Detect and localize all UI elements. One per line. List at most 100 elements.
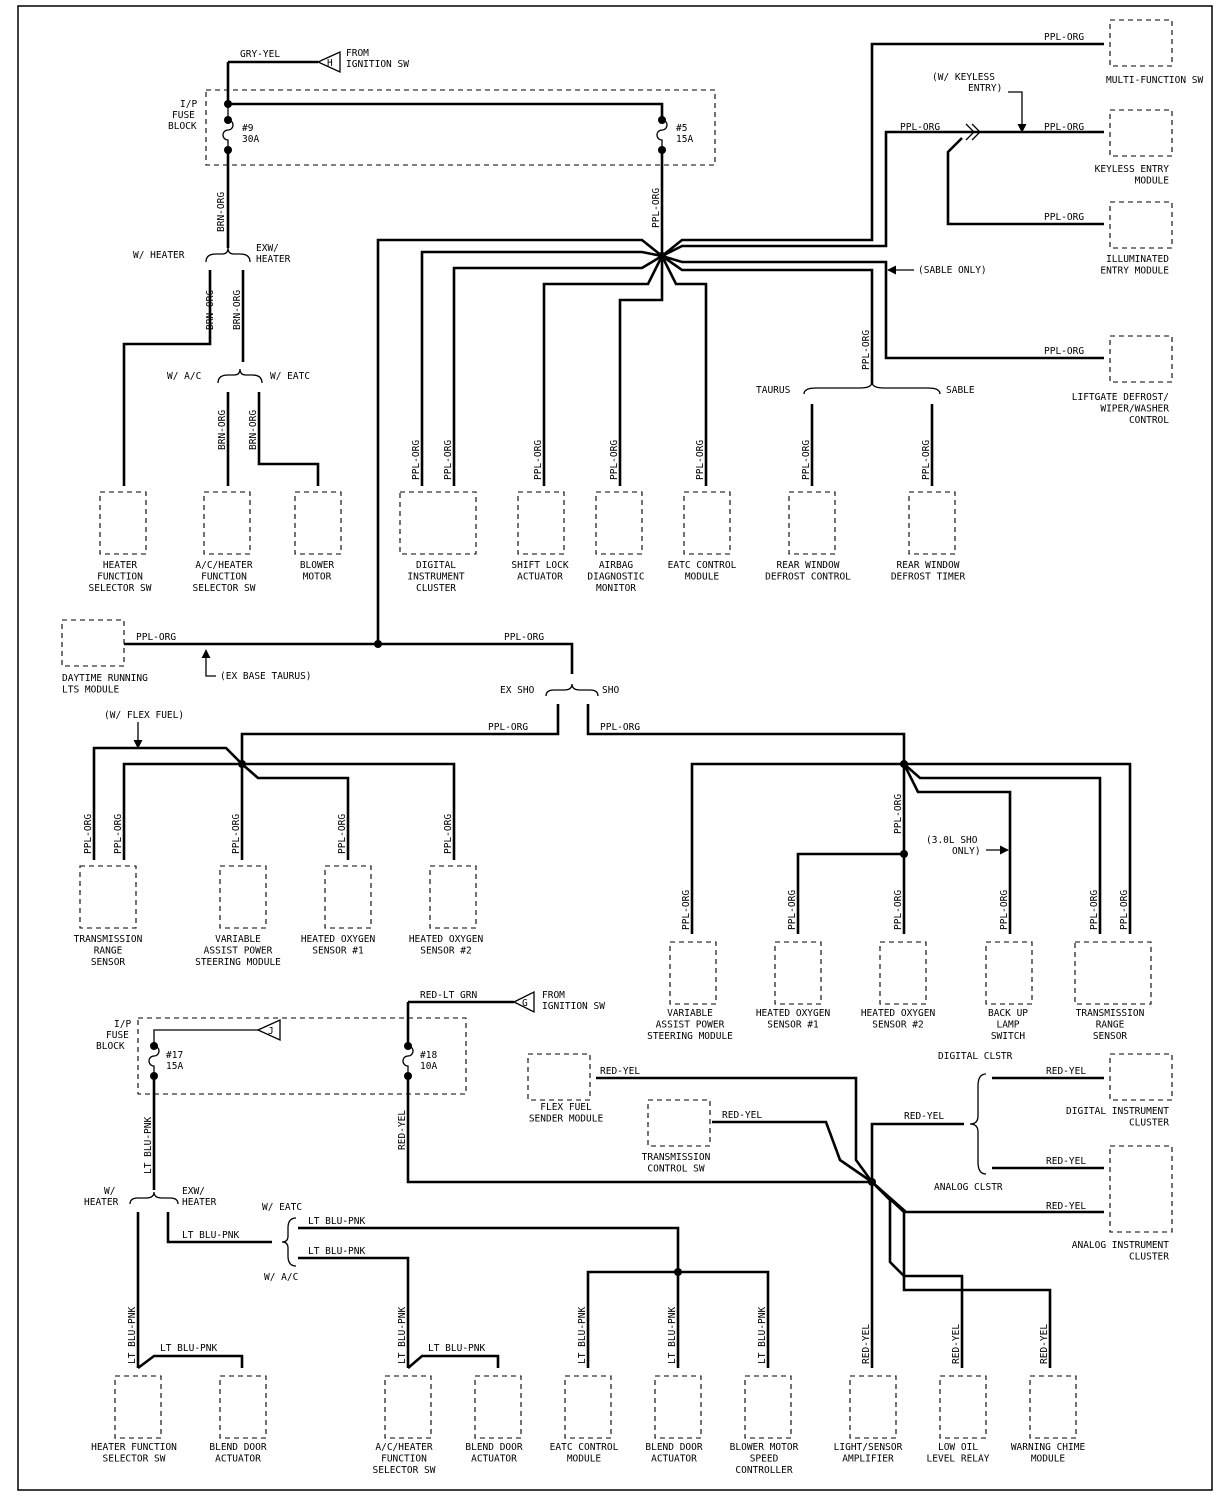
lower-low-oil-box	[939, 1375, 987, 1439]
sable-only-label: (SABLE ONLY)	[918, 265, 987, 276]
wire-lt-blu-pnk-bmsc: LT BLU-PNK	[757, 1307, 768, 1364]
lower-flex-fuel-box	[527, 1053, 591, 1101]
wire-ppl-org-illum: PPL-ORG	[1044, 212, 1084, 223]
wire-ppl-org-hos2b: PPL-ORG	[893, 890, 904, 930]
wire-ppl-org-vaps1: PPL-ORG	[231, 814, 242, 854]
upper-multi-function-sw-box	[1109, 19, 1173, 67]
lower-heater-func-sel-box	[114, 1375, 162, 1439]
wire-brn-org-5: BRN-ORG	[248, 410, 259, 450]
wire-ppl-org-dic1: PPL-ORG	[411, 440, 422, 480]
exw-heater-label-2: EXW/HEATER	[182, 1186, 217, 1208]
lower-blend-door-2-box	[474, 1375, 522, 1439]
wire-ppl-org-trs1b: PPL-ORG	[113, 814, 124, 854]
wire-ppl-org-drl: PPL-ORG	[136, 632, 176, 643]
upper-blower-motor-box	[294, 491, 342, 555]
wire-red-yel-chime: RED-YEL	[1039, 1324, 1050, 1364]
upper-backup-lamp-box	[985, 941, 1033, 1005]
wire-ppl-org-main: PPL-ORG	[651, 188, 662, 228]
wire-ppl-org-sho-trunk: PPL-ORG	[893, 794, 904, 834]
wire-brn-org-4: BRN-ORG	[217, 410, 228, 450]
upper-trans-range-2-box	[1074, 941, 1152, 1005]
wire-ppl-org-keyless-in: PPL-ORG	[900, 122, 940, 133]
wire-lt-blu-pnk-ac: LT BLU-PNK	[308, 1246, 365, 1257]
wire-ppl-org-rwt: PPL-ORG	[921, 440, 932, 480]
lower-trans-ctrl-sw-box	[647, 1099, 711, 1147]
wire-red-yel-aic1: RED-YEL	[1046, 1156, 1086, 1167]
upper-airbag-box	[595, 491, 643, 555]
upper-hos2-1-box	[429, 865, 477, 929]
upper-illuminated-entry-box	[1109, 201, 1173, 249]
wire-ppl-org-trs1a: PPL-ORG	[83, 814, 94, 854]
fuse-block-lower	[137, 1017, 467, 1095]
connector-j-label: J	[268, 1026, 274, 1037]
upper-ac-heater-func-sel-box	[203, 491, 251, 555]
upper-heater-func-sel-box	[99, 491, 147, 555]
wire-red-yel-oil: RED-YEL	[951, 1324, 962, 1364]
wire-lt-blu-pnk-main: LT BLU-PNK	[143, 1117, 154, 1174]
exw-heater-label: EXW/HEATER	[256, 243, 291, 265]
fuse-block-upper	[205, 89, 716, 166]
wire-lt-blu-pnk-hfs: LT BLU-PNK	[127, 1307, 138, 1364]
wire-lt-blu-pnk-eatcm: LT BLU-PNK	[577, 1307, 588, 1364]
w-ac-label-2: W/ A/C	[264, 1272, 298, 1283]
upper-drl-module-box	[61, 619, 125, 667]
lower-blower-speed-box	[744, 1375, 792, 1439]
digital-clstr-label: DIGITAL CLSTR	[938, 1051, 1013, 1062]
wire-ppl-org-trs2a: PPL-ORG	[1089, 890, 1100, 930]
wire-red-yel-clstr: RED-YEL	[904, 1111, 944, 1122]
wire-ppl-org-sho: PPL-ORG	[600, 722, 640, 733]
wire-lt-blu-pnk-bd2: LT BLU-PNK	[428, 1343, 485, 1354]
upper-trans-range-1-box	[79, 865, 137, 929]
wire-ppl-org-hos1: PPL-ORG	[337, 814, 348, 854]
w-eatc-label-2: W/ EATC	[262, 1202, 302, 1213]
wire-ppl-org-shift: PPL-ORG	[533, 440, 544, 480]
lower-ac-heater-func-sel-box	[384, 1375, 432, 1439]
upper-vaps-1-box	[219, 865, 267, 929]
wire-lt-blu-pnk-bd1: LT BLU-PNK	[160, 1343, 217, 1354]
wire-ppl-org-eatc: PPL-ORG	[695, 440, 706, 480]
wire-lt-blu-pnk-eatc: LT BLU-PNK	[308, 1216, 365, 1227]
wire-brn-org-1: BRN-ORG	[216, 192, 227, 232]
